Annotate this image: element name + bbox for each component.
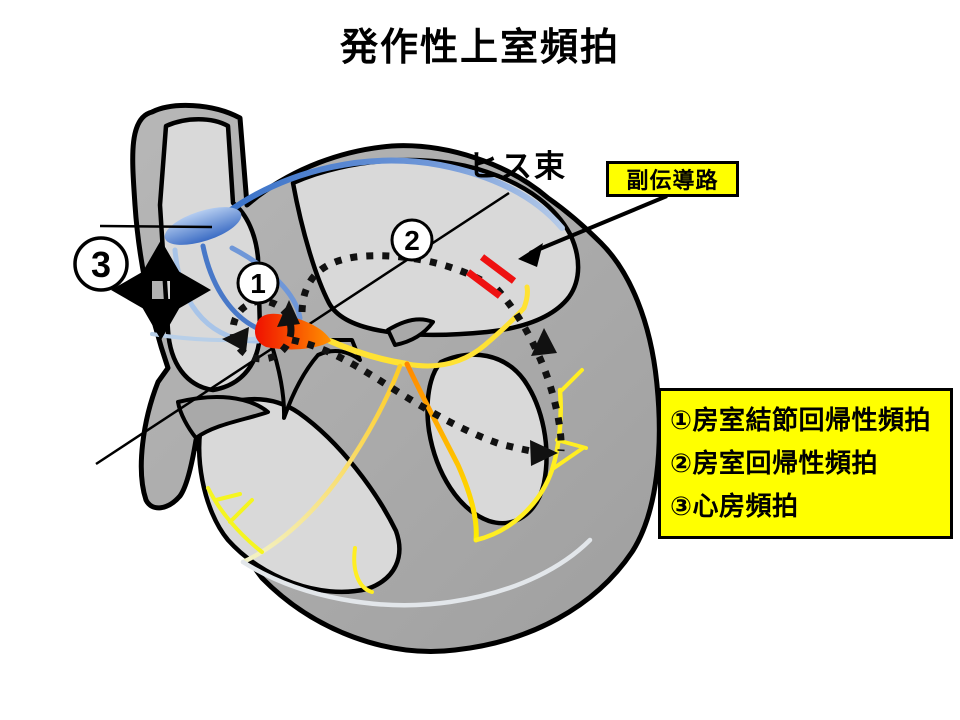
- svg-text:2: 2: [404, 225, 420, 256]
- his-bundle-path: [327, 338, 410, 367]
- legend-item-at: ③心房頻拍: [670, 491, 799, 521]
- atrial-activity-arrows: [110, 239, 212, 341]
- purkinje-twig: [214, 492, 242, 502]
- loop1-arrowhead-up: [277, 300, 300, 327]
- marker-1: 1: [236, 261, 280, 305]
- purkinje-twig: [352, 546, 374, 594]
- loop2-atrial-arc: [298, 252, 483, 313]
- page-title: 発作性上室頻拍: [339, 27, 620, 69]
- sa-node-pointer-line: [99, 224, 213, 229]
- legend-item-avnrt: ①房室結節回帰性頻拍: [670, 405, 932, 435]
- internodal-path-1: [200, 243, 262, 332]
- left-atrium: [290, 157, 581, 338]
- accessory-pathway-label: 副伝導路: [606, 161, 739, 197]
- mitral-valve-flap: [386, 317, 435, 347]
- left-bundle-septal: [404, 361, 479, 543]
- left-bundle-lateral: [404, 284, 530, 369]
- reentry-loop-1: [222, 297, 300, 363]
- marker-2: 2: [390, 218, 434, 262]
- svg-text:3: 3: [91, 244, 111, 285]
- reentry-loop-2: [291, 252, 565, 457]
- legend: ①房室結節回帰性頻拍 ②房室回帰性頻拍 ③心房頻拍: [658, 388, 953, 539]
- svg-text:1: 1: [250, 268, 266, 299]
- valve-flaps: [176, 317, 435, 440]
- loop2-arrowhead-right: [530, 440, 558, 466]
- purkinje-bottom: [240, 537, 593, 608]
- purkinje-twig: [552, 446, 585, 470]
- mitral-valve: [268, 338, 362, 420]
- his-bundle-label: ヒス束: [468, 149, 567, 184]
- tricuspid-valve: [176, 395, 270, 440]
- accessory-pathway-label-text: 副伝導路: [626, 168, 719, 193]
- purkinje-twig: [555, 438, 588, 450]
- legend-item-avrt: ②房室回帰性頻拍: [670, 448, 879, 478]
- internodal-path-4: [150, 332, 264, 343]
- marker-3: 3: [73, 236, 129, 292]
- purkinje-twig: [558, 368, 584, 394]
- loop1-arrowhead-left: [222, 327, 249, 352]
- bachmann-bundle: [225, 157, 565, 231]
- purkinje-left-wall: [473, 387, 563, 543]
- right-bundle: [240, 363, 403, 565]
- ventricular-conduction: [206, 284, 593, 608]
- accessory-pathway-mark: [465, 254, 517, 299]
- loop2-arrowhead-up: [531, 328, 557, 356]
- purkinje-twig: [228, 498, 254, 524]
- loop2-septal-descent: [291, 336, 546, 457]
- accessory-pathway-arrow: [518, 194, 668, 267]
